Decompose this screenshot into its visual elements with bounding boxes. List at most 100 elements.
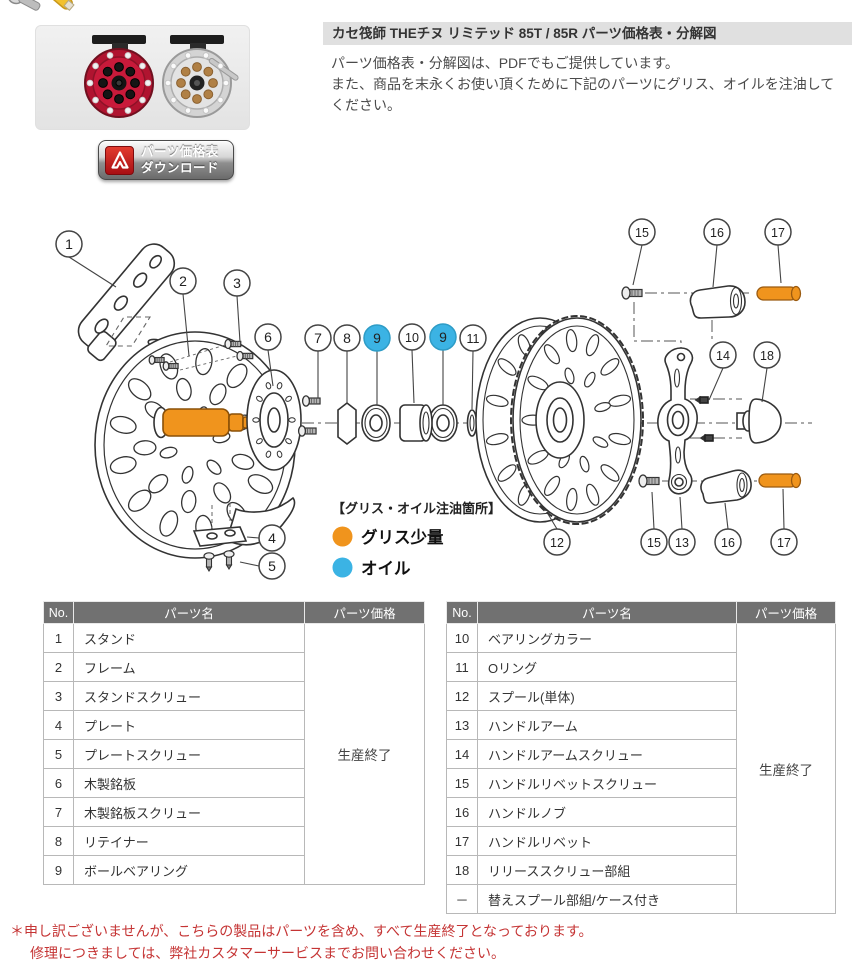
part-handle-rivet-top — [756, 285, 802, 302]
callout-17: 17 — [770, 528, 798, 556]
callout-13: 13 — [668, 528, 696, 556]
svg-text:17: 17 — [771, 226, 785, 240]
part-name-cell: フレーム — [73, 652, 305, 682]
pdf-download-button[interactable]: パーツ価格表 ダウンロード — [98, 140, 234, 180]
pdf-button-label-line2: ダウンロード — [141, 161, 220, 175]
part-name-cell: 木製銘板 — [73, 768, 305, 798]
part-frame — [94, 331, 296, 559]
reel-product-images — [84, 35, 239, 118]
part-bearing-right — [428, 404, 458, 442]
svg-text:13: 13 — [675, 536, 689, 550]
callout-11: 11 — [459, 324, 487, 352]
callout-14: 14 — [709, 341, 737, 369]
tools-icon — [7, 0, 75, 11]
part-name-cell: リリーススクリュー部組 — [477, 855, 737, 885]
grease-oil-legend: 【グリス・オイル注油箇所】 グリス少量 オイル — [332, 498, 501, 579]
svg-text:3: 3 — [233, 275, 241, 291]
svg-text:16: 16 — [710, 226, 724, 240]
svg-text:18: 18 — [760, 349, 774, 363]
part-name-cell: リテイナー — [73, 826, 305, 856]
part-name-cell: ハンドルリベットスクリュー — [477, 768, 737, 798]
screw-icon — [162, 361, 179, 371]
callout-3: 3 — [223, 269, 251, 297]
svg-text:16: 16 — [721, 536, 735, 550]
part-no-cell: 14 — [446, 739, 478, 769]
part-name-cell: 替えスプール部組/ケース付き — [477, 884, 737, 914]
table-row: －替えスプール部組/ケース付き — [446, 884, 836, 914]
part-no-cell: 1 — [43, 623, 74, 653]
callout-16: 16 — [703, 218, 731, 246]
callout-18: 18 — [753, 341, 781, 369]
part-no-cell: 9 — [43, 855, 74, 885]
part-no-cell: 4 — [43, 710, 74, 740]
screw-icon — [236, 350, 254, 362]
part-name-cell: プレートスクリュー — [73, 739, 305, 769]
part-no-cell: 8 — [43, 826, 74, 856]
part-no-cell: 12 — [446, 681, 478, 711]
no-header: No. — [446, 601, 478, 624]
part-name-cell: スタンド — [73, 623, 305, 653]
legend-title: 【グリス・オイル注油箇所】 — [332, 501, 502, 516]
svg-text:2: 2 — [179, 273, 187, 289]
part-name-cell: ハンドルノブ — [477, 797, 737, 827]
svg-text:12: 12 — [550, 536, 564, 550]
callout-2: 2 — [169, 267, 197, 295]
price-header: パーツ価格 — [736, 601, 836, 624]
svg-text:9: 9 — [373, 330, 381, 346]
part-no-cell: 6 — [43, 768, 74, 798]
part-no-cell: 15 — [446, 768, 478, 798]
grease-dot-icon — [332, 526, 353, 546]
svg-text:11: 11 — [467, 332, 480, 346]
callout-5: 5 — [258, 552, 286, 580]
screw-icon — [223, 550, 235, 570]
callout-17: 17 — [764, 218, 792, 246]
part-no-cell: 17 — [446, 826, 478, 856]
part-name-cell: Oリング — [477, 652, 737, 682]
footer-note: ＊申し訳ございませんが、こちらの製品はパーツを含め、すべて生産終了となっておりま… — [10, 920, 593, 964]
legend-item-oil: オイル — [332, 555, 501, 579]
part-bearing-collar — [399, 404, 433, 442]
screws — [148, 286, 714, 572]
svg-text:10: 10 — [405, 331, 419, 345]
part-retainer — [337, 401, 357, 446]
svg-text:14: 14 — [716, 349, 730, 363]
part-o-ring — [466, 409, 478, 437]
part-name-cell: プレート — [73, 710, 305, 740]
svg-text:4: 4 — [268, 530, 276, 546]
legend-item-grease: グリス少量 — [332, 524, 501, 548]
callout-9: 9 — [363, 324, 391, 352]
part-handle-knob-bottom — [700, 469, 752, 504]
part-name-cell: スプール(単体) — [477, 681, 737, 711]
svg-text:5: 5 — [268, 558, 276, 574]
price-cell: 生産終了 — [736, 623, 836, 914]
callout-1: 1 — [55, 230, 83, 258]
screw-icon — [203, 552, 215, 572]
page-title-bar: カセ筏師 THEチヌ リミテッド 85T / 85R パーツ価格表・分解図 — [323, 22, 852, 45]
screw-icon — [694, 395, 709, 405]
part-handle-rivet-bottom — [758, 472, 802, 489]
pdf-button-label: パーツ価格表 ダウンロード — [141, 144, 219, 177]
svg-text:7: 7 — [314, 330, 322, 346]
part-nameplate — [246, 369, 302, 471]
svg-text:9: 9 — [439, 329, 447, 345]
screw-icon — [621, 286, 643, 300]
screw-icon — [699, 433, 714, 443]
intro-line: ください。 — [331, 97, 401, 113]
page-title: カセ筏師 THEチヌ リミテッド 85T / 85R パーツ価格表・分解図 — [332, 26, 717, 41]
reel-red — [84, 35, 154, 118]
svg-text:15: 15 — [635, 226, 649, 240]
